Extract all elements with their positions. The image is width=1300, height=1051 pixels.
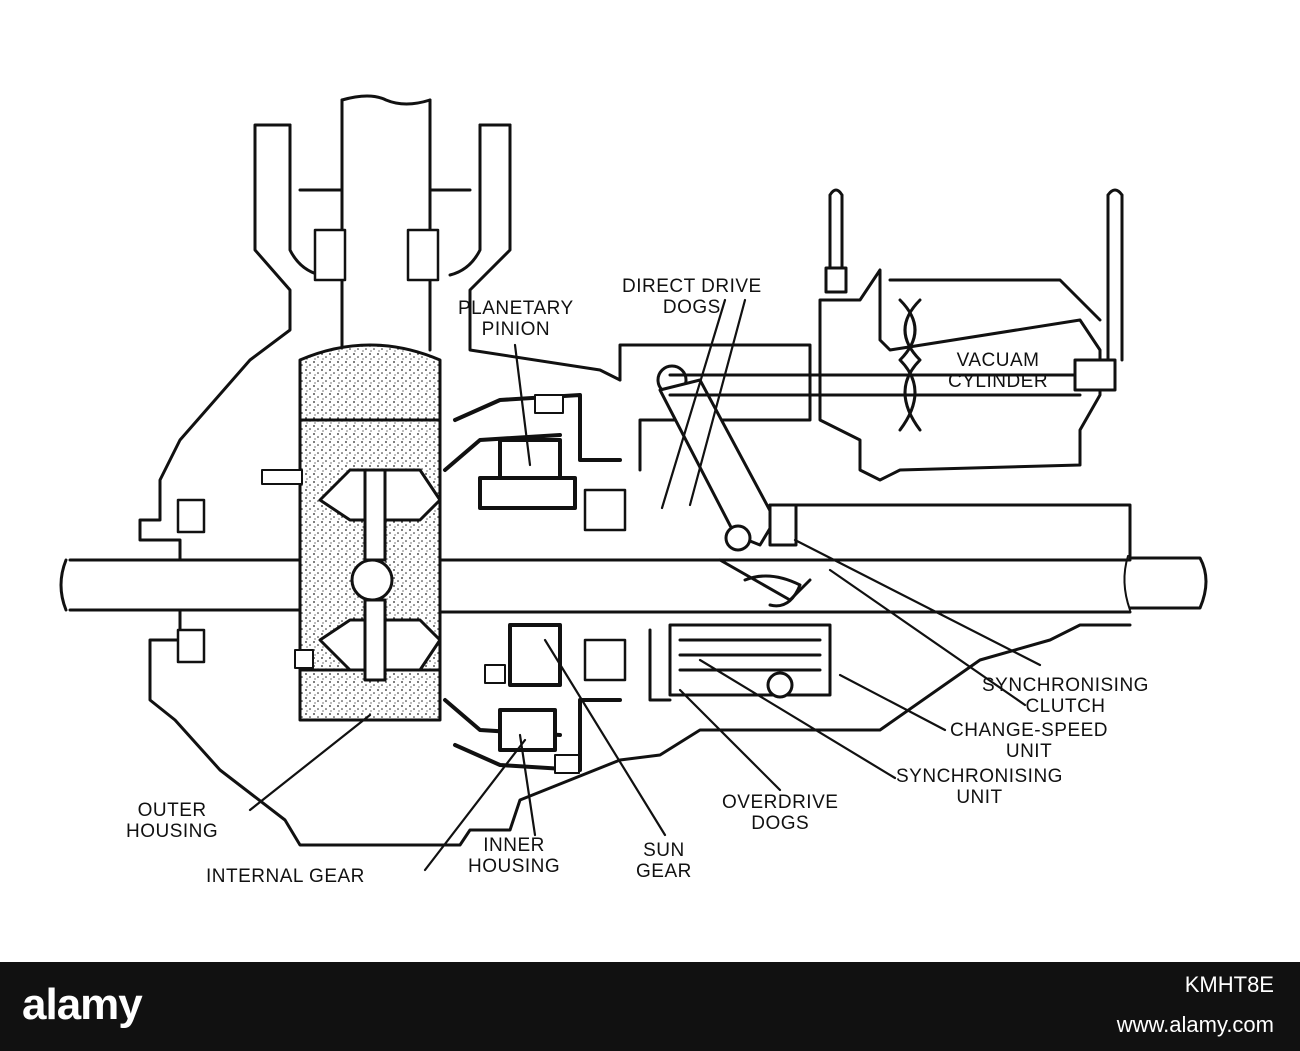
alamy-logo: alamy [22, 980, 143, 1029]
site-url: www.alamy.com [1116, 1012, 1274, 1037]
label-vacuum-cylinder: VACUAM CYLINDER [948, 350, 1049, 392]
planetary-assembly [443, 393, 622, 772]
label-change-speed-unit: CHANGE-SPEED UNIT [950, 720, 1109, 762]
overdrive-cross-section-drawing [59, 94, 1208, 872]
label-outer-housing: OUTER HOUSING [126, 800, 219, 842]
leader-lines [248, 298, 1042, 872]
outer-housing [138, 123, 1132, 847]
bolts [261, 394, 580, 774]
watermark-footer: alamy KMHT8E www.alamy.com [0, 962, 1300, 1051]
label-synchronising-unit: SYNCHRONISING UNIT [896, 766, 1063, 808]
label-internal-gear: INTERNAL GEAR [206, 866, 365, 887]
synchronising-unit [648, 623, 832, 702]
shift-linkage [618, 343, 812, 608]
label-inner-housing: INNER HOUSING [468, 835, 561, 877]
input-shaft [288, 94, 482, 352]
diagram-canvas: PLANETARY PINION DIRECT DRIVE DOGS VACUA… [59, 94, 1208, 887]
image-code: KMHT8E [1184, 972, 1274, 997]
vacuum-cylinder [668, 188, 1124, 482]
label-synchronising-clutch: SYNCHRONISING CLUTCH [982, 675, 1149, 717]
label-overdrive-dogs: OVERDRIVE DOGS [722, 792, 839, 834]
label-direct-drive-dogs: DIRECT DRIVE DOGS [622, 276, 762, 318]
bearings [176, 228, 627, 682]
bevel-pinions [318, 468, 442, 682]
label-sun-gear: SUN GEAR [636, 840, 692, 882]
main-shaft [59, 555, 1208, 614]
label-planetary-pinion: PLANETARY PINION [458, 298, 574, 340]
